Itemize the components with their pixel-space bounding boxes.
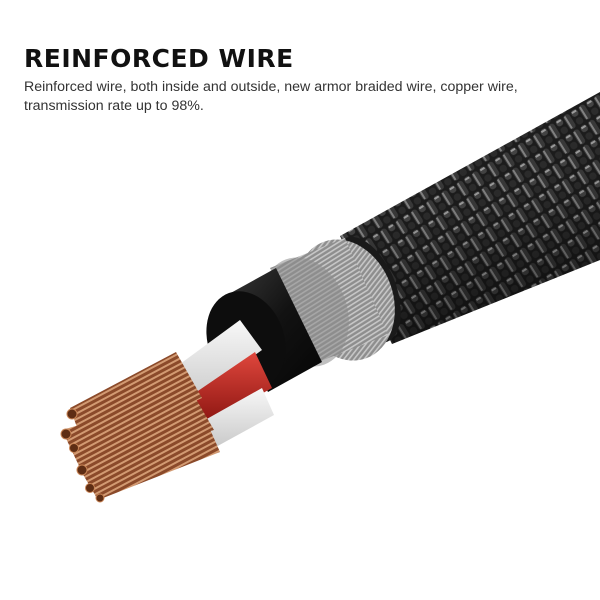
feature-heading: REINFORCED WIRE [24, 44, 294, 73]
copper-wire-strands [60, 352, 220, 503]
feature-description: Reinforced wire, both inside and outside… [24, 79, 518, 114]
